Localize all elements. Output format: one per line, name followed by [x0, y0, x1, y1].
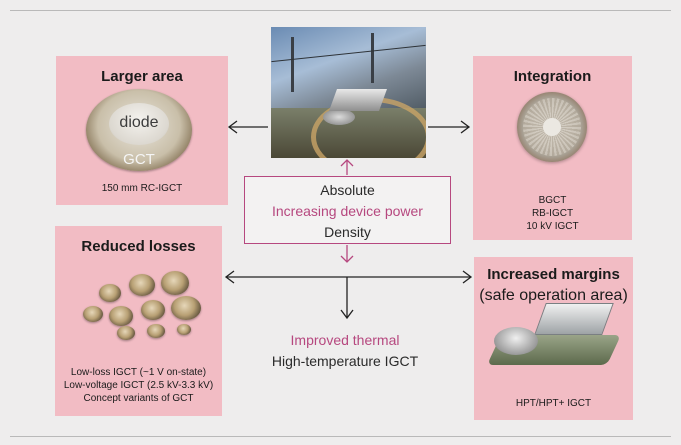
center-line-density: Density	[324, 224, 371, 240]
arrowhead-down-pink	[340, 255, 354, 263]
larger-area-title: Larger area	[101, 68, 183, 85]
center-line-increasing-power: Increasing device power	[272, 203, 423, 219]
integrated-device-image	[517, 92, 587, 162]
integration-caption-2: RB-IGCT	[531, 208, 574, 219]
losses-caption-2: Low-voltage IGCT (2.5 kV-3.3 kV)	[63, 380, 214, 391]
margins-caption: HPT/HPT+ IGCT	[515, 398, 592, 409]
losses-caption-1: Low-loss IGCT (~1 V on-state)	[70, 367, 207, 378]
center-line-absolute: Absolute	[320, 182, 375, 198]
improved-thermal-label: Improved thermal	[290, 332, 400, 348]
arrowhead-losses	[224, 270, 235, 284]
integration-title: Integration	[513, 68, 592, 85]
larger-area-box: Larger area diode GCT 150 mm RC-IGCT	[56, 56, 228, 205]
reduced-losses-box: Reduced losses Low-loss IGCT (~1 V on-st…	[55, 226, 222, 416]
arrowhead-margins	[462, 270, 473, 284]
arrowhead-thermal	[340, 309, 354, 320]
increased-margins-title: Increased margins	[487, 266, 620, 283]
device-power-box: Absolute Increasing device power Density	[244, 176, 451, 244]
arrowhead-larger-area	[227, 120, 238, 134]
arrowhead-up-pink	[340, 159, 354, 167]
top-rule	[10, 10, 671, 11]
integration-caption-3: 10 kV IGCT	[526, 221, 579, 232]
arrowhead-integration	[460, 120, 471, 134]
increased-margins-box: Increased margins (safe operation area) …	[474, 257, 633, 420]
reduced-losses-title: Reduced losses	[81, 238, 196, 255]
high-temperature-igct-label: High-temperature IGCT	[271, 353, 419, 369]
increased-margins-subtitle: (safe operation area)	[479, 287, 628, 304]
diode-region: diode	[109, 103, 169, 145]
integration-caption-1: BGCT	[538, 195, 567, 206]
bottom-rule	[10, 436, 671, 437]
substation-device-photo	[271, 27, 426, 158]
integration-box: Integration BGCT RB-IGCT 10 kV IGCT	[473, 56, 632, 240]
larger-area-caption: 150 mm RC-IGCT	[101, 183, 183, 194]
gct-label: GCT	[123, 151, 155, 168]
losses-caption-3: Concept variants of GCT	[83, 393, 194, 404]
diode-label: diode	[119, 114, 159, 131]
rc-igct-wafer-image: diode GCT	[86, 89, 192, 171]
